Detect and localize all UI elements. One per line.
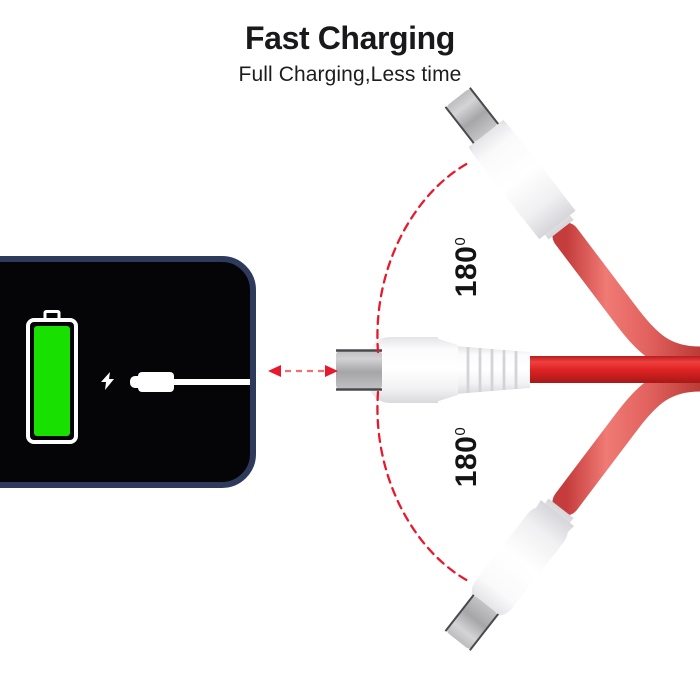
lightning-bolt-icon [101,372,114,390]
angle-label-bottom: 1800 [450,407,484,507]
cable-main [518,356,700,383]
charging-phone [0,256,256,488]
usb-c-tip-top [444,87,499,144]
port-wire [173,379,250,385]
angle-label-top-unit: 0 [452,236,469,246]
usb-c-port-icon [130,372,250,392]
usb-c-tip-bottom [444,594,499,651]
angle-arc-top [376,160,472,354]
cable-branch-bottom [552,364,700,516]
battery-full-icon [26,310,78,444]
connect-arrow [268,365,338,377]
port-head [138,372,174,392]
usb-c-tip-center [336,349,382,391]
page-subtitle: Full Charging,Less time [238,63,462,86]
angle-label-bottom-unit: 0 [452,426,469,436]
cable-branch-top [552,222,700,374]
phone-screen [0,262,250,482]
usb-c-connector-bottom [444,498,574,651]
angle-label-top-value: 180 [450,245,483,298]
angle-arc-bottom [376,390,472,584]
usb-c-connector-top [444,87,576,240]
usb-c-connector-center [336,337,530,403]
page-title: Fast Charging [245,20,455,56]
angle-label-top: 1800 [450,217,484,317]
battery-fill [34,326,70,436]
battery-nub [43,310,61,319]
angle-label-bottom-value: 180 [450,435,483,488]
battery-body [26,318,78,444]
strain-relief-center [455,346,530,394]
